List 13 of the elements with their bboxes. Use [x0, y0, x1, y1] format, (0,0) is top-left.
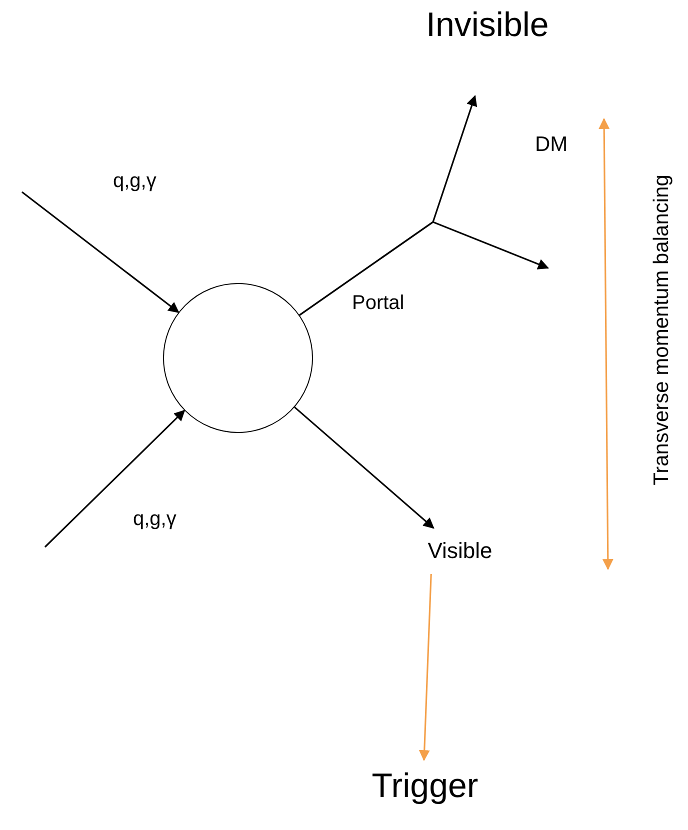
text-label: Invisible [426, 6, 549, 45]
arrow [294, 406, 434, 529]
arrow [299, 221, 550, 316]
edge-label: Portal [352, 292, 404, 315]
arrow [22, 191, 180, 313]
node-label: Trigger [350, 760, 500, 812]
axis-caption: Transverse momentum balancing [650, 174, 674, 486]
edge-label: q,g,γ [113, 170, 156, 193]
text-label: DM [535, 133, 568, 157]
arrow [418, 574, 432, 762]
arrow [44, 410, 186, 548]
node-label: Visible [412, 528, 508, 574]
edge-label: q,g,γ [133, 508, 176, 531]
